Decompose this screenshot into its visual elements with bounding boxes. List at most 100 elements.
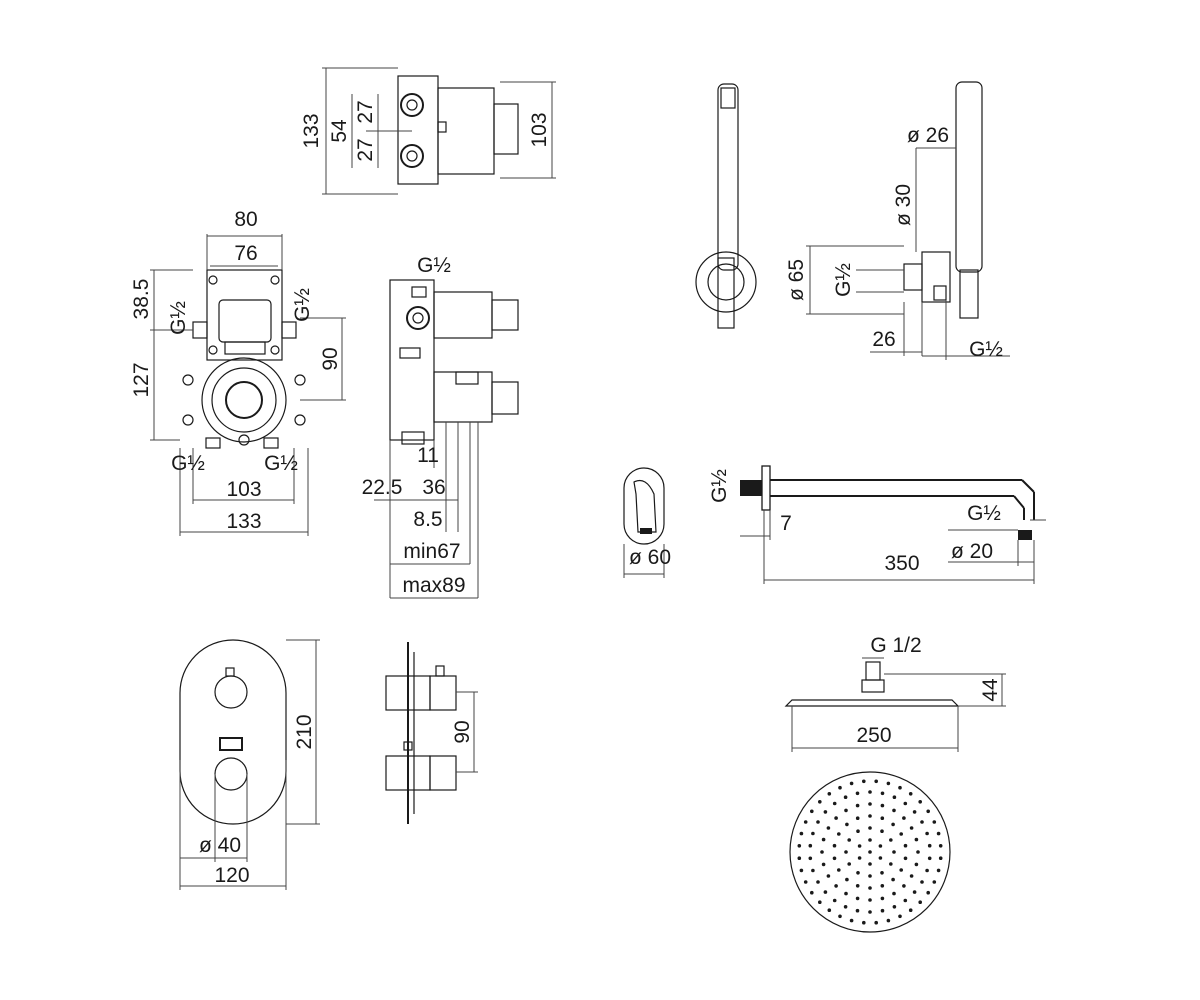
hand-dim-d26: ø 26 — [907, 124, 949, 147]
nozzle-dot — [811, 831, 815, 836]
nozzle-dot — [843, 795, 848, 799]
nozzle-dot — [914, 862, 919, 867]
side-dim-36: 36 — [422, 476, 445, 499]
nozzle-dot — [926, 890, 930, 895]
nozzle-dot — [891, 822, 895, 827]
nozzle-dot — [797, 844, 802, 848]
arm-dim-350: 350 — [884, 552, 919, 575]
nozzle-dot — [868, 910, 872, 914]
nozzle-dot — [797, 856, 802, 860]
nozzle-dot — [808, 843, 813, 848]
nozzle-dot — [816, 820, 820, 824]
shower-arm: G½ 7 G½ 350 ø 20 — [708, 465, 1046, 584]
nozzle-dot — [892, 808, 896, 813]
nozzle-dot — [856, 871, 860, 875]
shower-head-side: G 1/2 44 250 — [784, 634, 1006, 752]
nozzle-dot — [868, 862, 872, 866]
flange-dim-d60: ø 60 — [629, 546, 671, 569]
nozzle-dot — [862, 779, 866, 784]
nozzle-dot — [898, 914, 902, 919]
nozzle-dot — [855, 896, 860, 901]
nozzle-dot — [927, 843, 932, 848]
nozzle-dot — [844, 808, 848, 813]
nozzle-dot — [920, 880, 924, 884]
top-valve-dim-lower: 27 — [354, 138, 377, 161]
nozzle-dot — [880, 803, 885, 808]
nozzle-dot — [898, 785, 902, 790]
nozzle-dot — [832, 856, 837, 861]
box-thread-left: G½ — [167, 301, 190, 335]
nozzle-dot — [832, 801, 837, 806]
nozzle-dot — [891, 877, 895, 882]
nozzle-dot — [903, 801, 908, 806]
wall-flange: ø 60 — [623, 467, 671, 578]
nozzle-dot — [845, 877, 849, 882]
box-dim-76: 76 — [234, 242, 257, 265]
nozzle-dot — [880, 816, 885, 820]
nozzle-dot — [855, 816, 860, 820]
nozzle-dot — [920, 820, 924, 824]
nozzle-dot — [826, 826, 831, 830]
nozzle-dot — [847, 838, 851, 842]
nozzle-dot — [889, 838, 893, 842]
nozzle-dot — [932, 880, 937, 884]
nozzle-dot — [823, 810, 828, 814]
nozzle-dot — [834, 816, 838, 820]
nozzle-dot — [821, 837, 826, 842]
nozzle-dot — [868, 790, 872, 794]
head-dim-44: 44 — [979, 678, 1002, 702]
nozzle-dot — [880, 871, 884, 875]
nozzle-dot — [868, 850, 872, 854]
box-thread-right: G½ — [291, 288, 314, 322]
nozzle-dot — [856, 829, 860, 833]
nozzle-dot — [880, 908, 885, 913]
hand-thread-inlet: G½ — [832, 263, 855, 297]
nozzle-dot — [868, 826, 872, 830]
nozzle-dot — [811, 868, 815, 873]
plate-dim-210: 210 — [293, 714, 316, 749]
nozzle-dot — [909, 874, 914, 878]
top-valve-dim-upper: 27 — [354, 100, 377, 123]
nozzle-dot — [818, 800, 822, 804]
nozzle-dot — [816, 880, 820, 884]
nozzle-dot — [912, 890, 917, 894]
nozzle-dot — [821, 862, 826, 867]
nozzle-dot — [832, 898, 837, 903]
nozzle-dot — [855, 791, 860, 796]
hand-shower-front — [695, 83, 757, 329]
nozzle-dot — [855, 884, 860, 888]
box-thread-bottom-left: G½ — [171, 452, 205, 475]
side-dim-min67: min67 — [403, 540, 460, 563]
nozzle-dot — [844, 891, 848, 896]
nozzle-dot — [857, 844, 862, 848]
nozzle-dot — [938, 844, 943, 848]
nozzle-dot — [818, 900, 822, 904]
nozzle-dot — [925, 868, 929, 873]
nozzle-dot — [892, 905, 897, 909]
hand-shower-side: ø 26 ø 30 ø 65 G½ 26 G½ — [785, 81, 1010, 361]
plate-side-view: 90 — [385, 642, 478, 824]
nozzle-dot — [820, 850, 824, 854]
nozzle-dot — [868, 898, 872, 902]
nozzle-dot — [799, 868, 804, 873]
nozzle-dot — [838, 785, 842, 790]
nozzle-dot — [909, 826, 914, 830]
nozzle-dot — [916, 850, 920, 854]
nozzle-dot — [843, 905, 848, 909]
nozzle-dot — [889, 862, 893, 866]
nozzle-dot — [902, 884, 906, 888]
box-front-view: 80 76 38.5 127 90 103 133 G½ G½ G½ G½ — [130, 208, 346, 536]
nozzle-dot — [886, 781, 891, 786]
nozzle-dot — [926, 809, 930, 814]
nozzle-dot — [936, 868, 941, 873]
nozzle-dot — [803, 880, 808, 884]
arm-thread-wall: G½ — [708, 469, 731, 503]
arm-dim-d20: ø 20 — [951, 540, 993, 563]
plate-dim-d40: ø 40 — [199, 834, 241, 857]
head-thread: G 1/2 — [870, 634, 921, 657]
hand-dim-d65: ø 65 — [785, 259, 808, 301]
shower-head-nozzles — [797, 779, 943, 925]
nozzle-dot — [927, 856, 932, 861]
nozzle-dot — [845, 822, 849, 827]
box-dim-38-5: 38.5 — [130, 279, 153, 320]
